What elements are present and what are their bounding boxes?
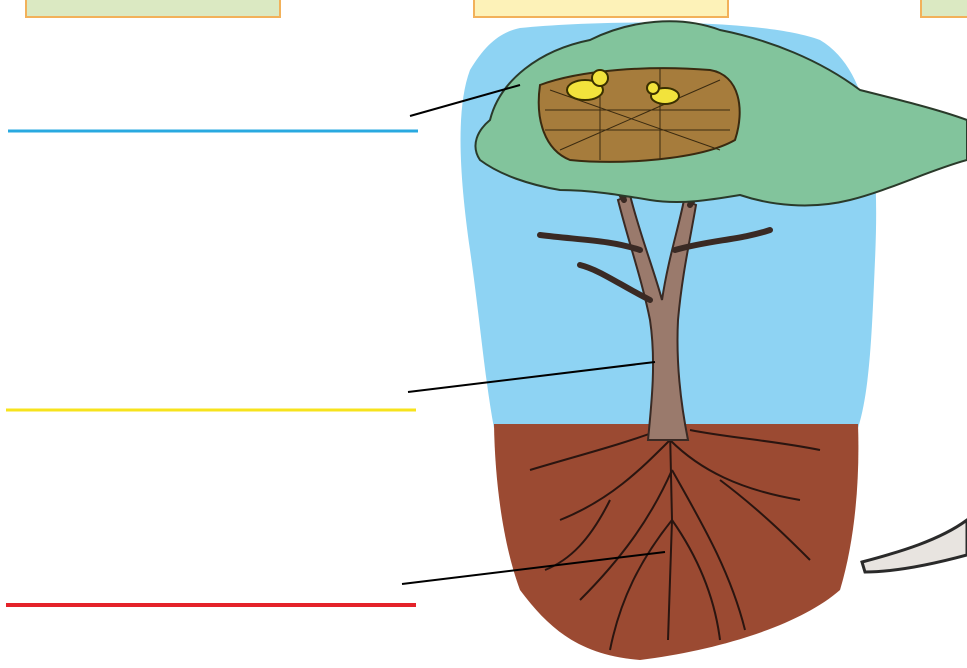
- soil-area: [494, 424, 858, 660]
- rock-icon: [862, 520, 967, 572]
